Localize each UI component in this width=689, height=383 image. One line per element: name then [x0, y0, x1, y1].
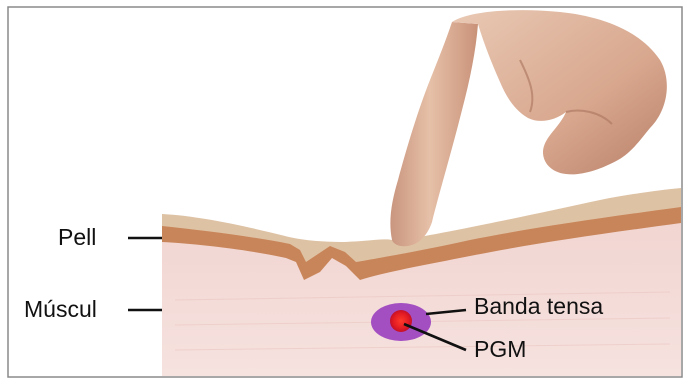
taut-band-label: Banda tensa	[474, 295, 603, 318]
skin-label: Pell	[58, 226, 96, 249]
muscle-label: Múscul	[24, 298, 97, 321]
trigger-point-label: PGM	[474, 338, 526, 361]
trigger-point	[390, 310, 412, 332]
